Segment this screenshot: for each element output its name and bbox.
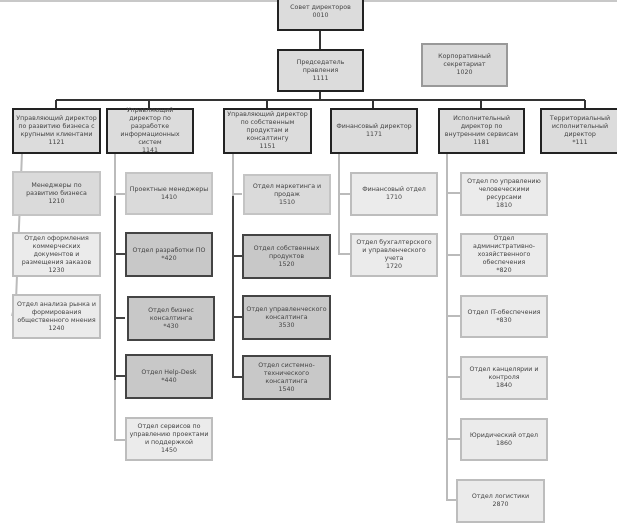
node-name: Исполнительный директор по внутренним се… bbox=[444, 115, 519, 138]
node-code: 1151 bbox=[259, 143, 276, 150]
node-name: Отдел управленческого консалтинга bbox=[246, 305, 327, 321]
node-code: 1210 bbox=[48, 197, 65, 205]
node-name: Отдел анализа рынка и формирования общес… bbox=[17, 300, 96, 324]
director-box[interactable]: Управляющий директор по собственным прод… bbox=[223, 108, 312, 154]
director-box[interactable]: Исполнительный директор по внутренним се… bbox=[438, 108, 525, 154]
node-code: 1710 bbox=[385, 194, 403, 201]
node-name: Совет директоров bbox=[290, 3, 351, 11]
node-name: Отдел собственных продуктов bbox=[253, 244, 320, 260]
node-code: 1111 bbox=[312, 74, 329, 82]
node-name: Председатель правления bbox=[296, 58, 345, 74]
node-name: Финансовый отдел bbox=[362, 186, 426, 193]
department-box[interactable]: Отдел административно-хозяйственного обе… bbox=[460, 233, 548, 277]
node-name: Отдел бизнес консалтинга bbox=[148, 306, 194, 322]
department-box[interactable]: Отдел сервисов по управлению проектами и… bbox=[125, 417, 213, 461]
node-name: Отдел логистики bbox=[471, 493, 530, 500]
director-box[interactable]: Управляющий директор по развитию бизнеса… bbox=[12, 108, 101, 154]
node-code: *430 bbox=[163, 322, 179, 330]
node-code: *420 bbox=[161, 254, 177, 262]
node-code: *111 bbox=[572, 139, 588, 146]
node-name: Управляющий директор по развитию бизнеса… bbox=[16, 115, 97, 138]
department-box[interactable]: Отдел по управлению человеческими ресурс… bbox=[460, 172, 548, 216]
node-code: 3530 bbox=[278, 321, 295, 329]
node-code: 1840 bbox=[495, 382, 513, 389]
node-name: Отдел разработки ПО bbox=[132, 246, 206, 254]
node-code: *440 bbox=[161, 376, 177, 384]
department-box[interactable]: Отдел разработки ПО*420 bbox=[125, 232, 213, 277]
node-name: Управляющий директор по разработке инфор… bbox=[120, 107, 180, 146]
node-name: Юридический отдел bbox=[469, 431, 539, 439]
node-code: 1240 bbox=[48, 324, 65, 332]
node-name: Отдел бухгалтерского и управленческого у… bbox=[356, 239, 432, 262]
node-code: 1450 bbox=[160, 447, 178, 454]
node-name: Менеджеры по развитию бизнеса bbox=[26, 181, 87, 197]
department-box[interactable]: Отдел анализа рынка и формирования общес… bbox=[12, 294, 101, 339]
node-name: Отдел оформления коммерческих документов… bbox=[21, 234, 92, 266]
node-name: Проектные менеджеры bbox=[129, 185, 209, 193]
node-name: Финансовый директор bbox=[336, 123, 412, 130]
node-name: Отдел IT-обеспечения bbox=[467, 308, 541, 316]
node-name: Отдел административно-хозяйственного обе… bbox=[473, 235, 535, 266]
node-code: 1141 bbox=[141, 147, 159, 154]
department-box[interactable]: Отдел IT-обеспечения*830 bbox=[460, 295, 548, 338]
node-code: 2870 bbox=[492, 501, 509, 508]
director-box[interactable]: Управляющий директор по разработке инфор… bbox=[106, 107, 194, 154]
node-code: 1020 bbox=[456, 69, 473, 76]
node-code: *820 bbox=[496, 267, 512, 274]
node-code: 1171 bbox=[365, 131, 383, 138]
node-code: 1520 bbox=[278, 260, 295, 268]
node-code: 1410 bbox=[160, 193, 178, 201]
director-box[interactable]: Территориальный исполнительный директор*… bbox=[540, 108, 617, 154]
node-name: Отдел маркетинга и продаж bbox=[252, 182, 322, 198]
node-code: 1121 bbox=[48, 139, 65, 146]
department-box[interactable]: Отдел бухгалтерского и управленческого у… bbox=[350, 233, 438, 277]
node-code: 1510 bbox=[278, 198, 296, 206]
node-name: Отдел сервисов по управлению проектами и… bbox=[129, 423, 209, 446]
node-code: 1230 bbox=[48, 266, 65, 274]
node-name: Управляющий директор по собственным прод… bbox=[227, 111, 308, 142]
node-code: 1720 bbox=[385, 263, 403, 270]
department-box[interactable]: Отдел Help-Desk*440 bbox=[125, 354, 213, 399]
node-name: Корпоративный секретариат bbox=[438, 53, 491, 68]
node-code: *830 bbox=[496, 316, 512, 324]
node-name: Отдел по управлению человеческими ресурс… bbox=[467, 178, 541, 201]
node-code: 0010 bbox=[312, 11, 329, 19]
node-name: Отдел Help-Desk bbox=[141, 368, 197, 376]
node-code: 1860 bbox=[495, 439, 513, 447]
department-box[interactable]: Отдел оформления коммерческих документов… bbox=[12, 232, 101, 277]
node-code: 1810 bbox=[495, 202, 513, 209]
node-code: 1540 bbox=[278, 385, 295, 393]
department-box[interactable]: Отдел бизнес консалтинга*430 bbox=[127, 296, 215, 341]
node-code: 1181 bbox=[473, 139, 490, 146]
node-name: Территориальный исполнительный директор bbox=[549, 115, 611, 138]
node-name: Отдел системно-технического консалтинга bbox=[258, 361, 315, 385]
node-name: Отдел канцелярии и контроля bbox=[469, 366, 539, 381]
